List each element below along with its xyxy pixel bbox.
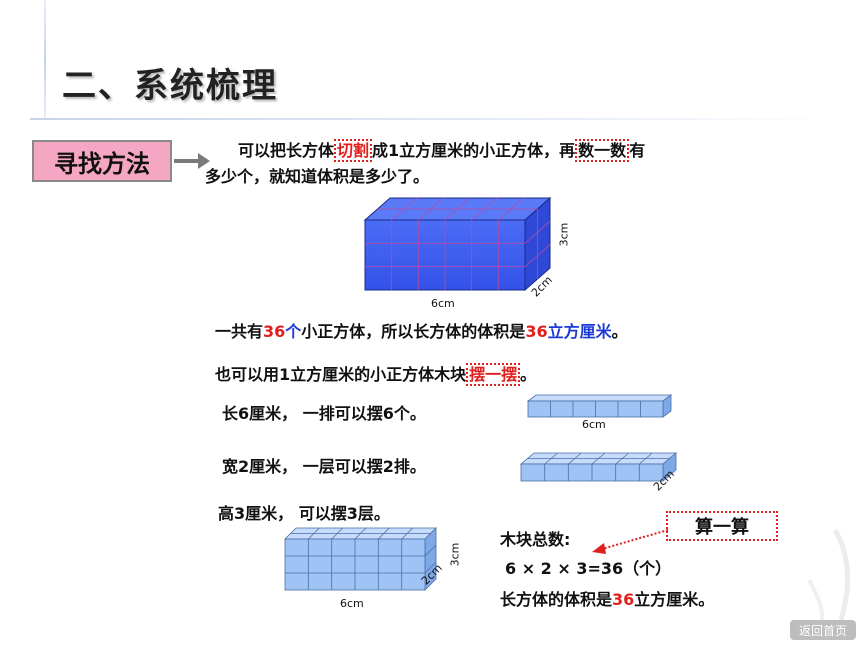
arrow-right-icon — [174, 153, 210, 169]
step-width: 宽2厘米， 一层可以摆2排。 — [222, 457, 426, 476]
cuboid-diagram — [363, 196, 552, 292]
count-result: 长方体的体积是36立方厘米。 — [500, 586, 714, 610]
length-label: 6cm — [431, 297, 455, 310]
page-title: 二、系统梳理 — [62, 66, 278, 106]
total-text: 小正方体，所以长方体的体积是 — [301, 322, 526, 341]
back-home-button[interactable]: 返回首页 — [790, 620, 856, 640]
result-text: 立方厘米。 — [634, 590, 715, 609]
intro-text: 成1立方厘米的小正方体，再 — [372, 141, 576, 160]
keyword-cut: 切割 — [334, 139, 373, 162]
keyword-arrange: 摆一摆 — [466, 363, 521, 386]
total-count: 36 — [263, 322, 286, 341]
intro-line-1: 可以把长方体切割成1立方厘米的小正方体，再数一数有 — [238, 137, 646, 162]
total-unit: 个 — [285, 322, 302, 341]
total-volume: 36 — [525, 322, 548, 341]
keyword-count: 数一数 — [575, 139, 630, 162]
also-text: 也可以用1立方厘米的小正方体木块 — [215, 365, 467, 384]
dotted-arrow-icon — [592, 529, 669, 554]
block-stack-diagram — [284, 527, 437, 591]
result-text: 长方体的体积是 — [500, 590, 613, 609]
row-length-label: 6cm — [582, 418, 606, 431]
find-method-button[interactable]: 寻找方法 — [32, 140, 172, 182]
calculate-button[interactable]: 算一算 — [666, 511, 778, 541]
also-text: 。 — [520, 365, 537, 384]
intro-line-2: 多少个，就知道体积是多少了。 — [205, 167, 430, 186]
count-label: 木块总数: — [500, 530, 571, 549]
count-formula: 6 × 2 × 3=36（个） — [505, 559, 672, 578]
total-text: 。 — [611, 322, 628, 341]
decorative-watermark-icon — [807, 528, 851, 625]
step-length: 长6厘米， 一排可以摆6个。 — [222, 404, 426, 423]
intro-text: 有 — [629, 141, 646, 160]
intro-text: 可以把长方体 — [238, 141, 335, 160]
height-label: 3cm — [557, 222, 571, 247]
block-layer-diagram — [519, 452, 678, 482]
total-text: 一共有 — [215, 322, 264, 341]
stack-height-label: 3cm — [448, 542, 462, 567]
also-line: 也可以用1立方厘米的小正方体木块摆一摆。 — [215, 361, 537, 386]
decor-vertical-line — [44, 0, 46, 120]
result-volume: 36 — [612, 590, 635, 609]
volume-unit: 立方厘米 — [547, 322, 612, 341]
stack-length-label: 6cm — [340, 597, 364, 610]
decor-horizontal-line — [30, 118, 830, 120]
step-height: 高3厘米， 可以摆3层。 — [218, 504, 390, 523]
block-row-diagram — [526, 394, 673, 418]
total-line: 一共有36个小正方体，所以长方体的体积是36立方厘米。 — [215, 318, 628, 342]
